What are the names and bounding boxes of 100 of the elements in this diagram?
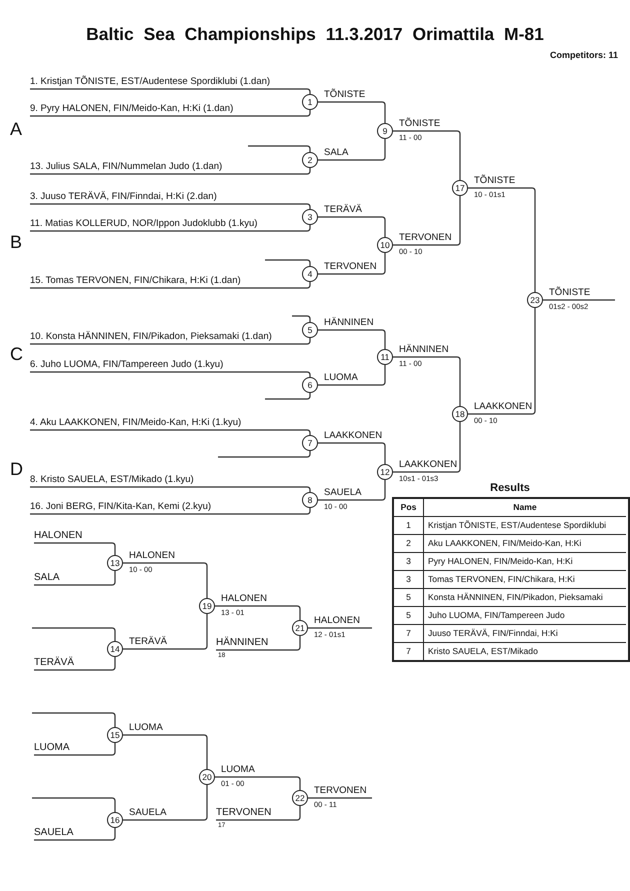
bracket-line (123, 614, 208, 650)
match-circle: 15 (107, 727, 123, 743)
bracket-line (393, 196, 461, 246)
match-circle: 2 (302, 152, 318, 168)
match-circle: 18 (452, 406, 468, 422)
match-circle: 4 (302, 266, 318, 282)
name-cell: Kristjan TÕNISTE, EST/Audentese Spordiklubi (424, 517, 626, 535)
bracket-line (215, 605, 301, 620)
competitor-name: 9. Pyry HALONEN, FIN/Meido-Kan, H:Ki (1.dan) (30, 103, 234, 115)
column-header: Name (424, 499, 626, 517)
bracket-line (32, 712, 116, 727)
competitor-name: HALONEN (34, 530, 82, 542)
column-header: Pos (394, 499, 424, 517)
bracket-line (543, 299, 615, 301)
bracket-line (30, 110, 311, 117)
winner-name: TERVONEN (314, 785, 367, 796)
bracket-line (34, 743, 116, 756)
bracket-line (318, 101, 386, 123)
winner-name: LAAKKONEN (324, 430, 382, 441)
pool-letter: D (10, 459, 23, 480)
bracket-line (30, 282, 311, 289)
competitor-name: 16. Joni BERG, FIN/Kita-Kan, Kemi (2.kyu) (30, 501, 212, 513)
winner-name: TERVONEN (399, 232, 452, 243)
winner-name: TERÄVÄ (324, 204, 362, 215)
match-circle: 20 (199, 769, 215, 785)
match-circle: 6 (302, 377, 318, 393)
competitor-name: 8. Kristo SAUELA, EST/Mikado (1.kyu) (30, 474, 194, 486)
bracket-line (318, 329, 386, 349)
position-cell: 3 (394, 553, 424, 571)
winner-name: LAAKKONEN (474, 401, 532, 412)
bracket-line (123, 734, 208, 769)
name-cell: Tomas TERVONEN, FIN/Chikara, H:Ki (424, 571, 626, 589)
position-cell: 7 (394, 643, 424, 661)
competitor-count: Competitors: 11 (548, 50, 618, 60)
bracket-line (318, 253, 386, 275)
match-circle: 10 (377, 237, 393, 253)
position-cell: 7 (394, 625, 424, 643)
pool-letter: C (10, 344, 23, 365)
bracket-line (318, 442, 386, 464)
bracket-line (34, 657, 116, 671)
pool-letter: A (10, 119, 22, 140)
winner-name: LUOMA (221, 764, 255, 775)
match-circle: 16 (107, 812, 123, 828)
table-title: Results (489, 482, 531, 494)
bracket-line (30, 429, 311, 436)
competitor-name: 1. Kristjan TÕNISTE, EST/Audentese Spordiklubi (1.dan) (30, 76, 270, 88)
bracket-line (468, 308, 536, 415)
winner-name: TÕNISTE (324, 89, 366, 100)
name-cell: Juho LUOMA, FIN/Tampereen Judo (424, 607, 626, 625)
bracket-line (248, 145, 311, 152)
position-cell: 5 (394, 589, 424, 607)
match-circle: 19 (199, 598, 215, 614)
bracket-line (34, 828, 116, 841)
bracket-line (32, 797, 116, 812)
winner-name: SALA (324, 147, 348, 158)
bracket-line (30, 88, 311, 94)
bracket-line (30, 508, 311, 515)
bracket-line (215, 776, 301, 790)
name-cell-text: Kristo SAUELA, EST/Mikado (427, 645, 539, 658)
bracket-line (123, 562, 208, 598)
match-circle: 21 (292, 620, 308, 636)
bracket-line (318, 216, 386, 237)
winner-name: HALONEN (221, 593, 267, 604)
bracket-line (292, 315, 311, 322)
winner-name: TÕNISTE (399, 118, 440, 129)
name-cell: Pyry HALONEN, FIN/Meido-Kan, H:Ki (424, 553, 626, 571)
winner-name: HÄNNINEN (324, 317, 374, 328)
winner-name: TÕNISTE (549, 287, 590, 298)
match-circle: 3 (302, 209, 318, 225)
competitor-name: HÄNNINEN (216, 637, 268, 649)
winner-name: TÕNISTE (474, 175, 516, 186)
bracket-line (393, 422, 461, 473)
title: Baltic Sea Championships 11.3.2017 Orimattila M-81 (85, 24, 545, 45)
winner-name: SAUELA (129, 807, 166, 818)
bracket-line (30, 168, 311, 175)
match-circle: 22 (292, 790, 308, 806)
match-circle: 12 (377, 464, 393, 480)
competitor-name: LUOMA (34, 742, 70, 754)
winner-name: HALONEN (129, 550, 175, 561)
winner-name: LUOMA (129, 722, 163, 733)
position-cell: 5 (394, 607, 424, 625)
match-circle: 23 (527, 292, 543, 308)
match-circle: 14 (107, 641, 123, 657)
bracket-line (468, 187, 536, 292)
winner-name: TERVONEN (324, 261, 377, 272)
match-circle: 17 (452, 180, 468, 196)
bracket-line (318, 365, 386, 386)
competitor-name: 6. Juho LUOMA, FIN/Tampereen Judo (1.kyu) (30, 359, 224, 371)
bracket-line (30, 338, 311, 345)
bracket-line (123, 785, 208, 821)
position-cell: 1 (394, 517, 424, 535)
position-cell: 2 (394, 535, 424, 553)
bracket-line (318, 139, 386, 161)
bracket-line (308, 627, 372, 629)
bracket-line (393, 130, 461, 180)
competitor-name: 4. Aku LAAKKONEN, FIN/Meido-Kan, H:Ki (1.kyu) (30, 417, 242, 429)
match-circle: 5 (302, 322, 318, 338)
winner-name: LAAKKONEN (399, 459, 458, 470)
winner-name: SAUELA (324, 487, 362, 498)
bracket-line (216, 806, 301, 821)
